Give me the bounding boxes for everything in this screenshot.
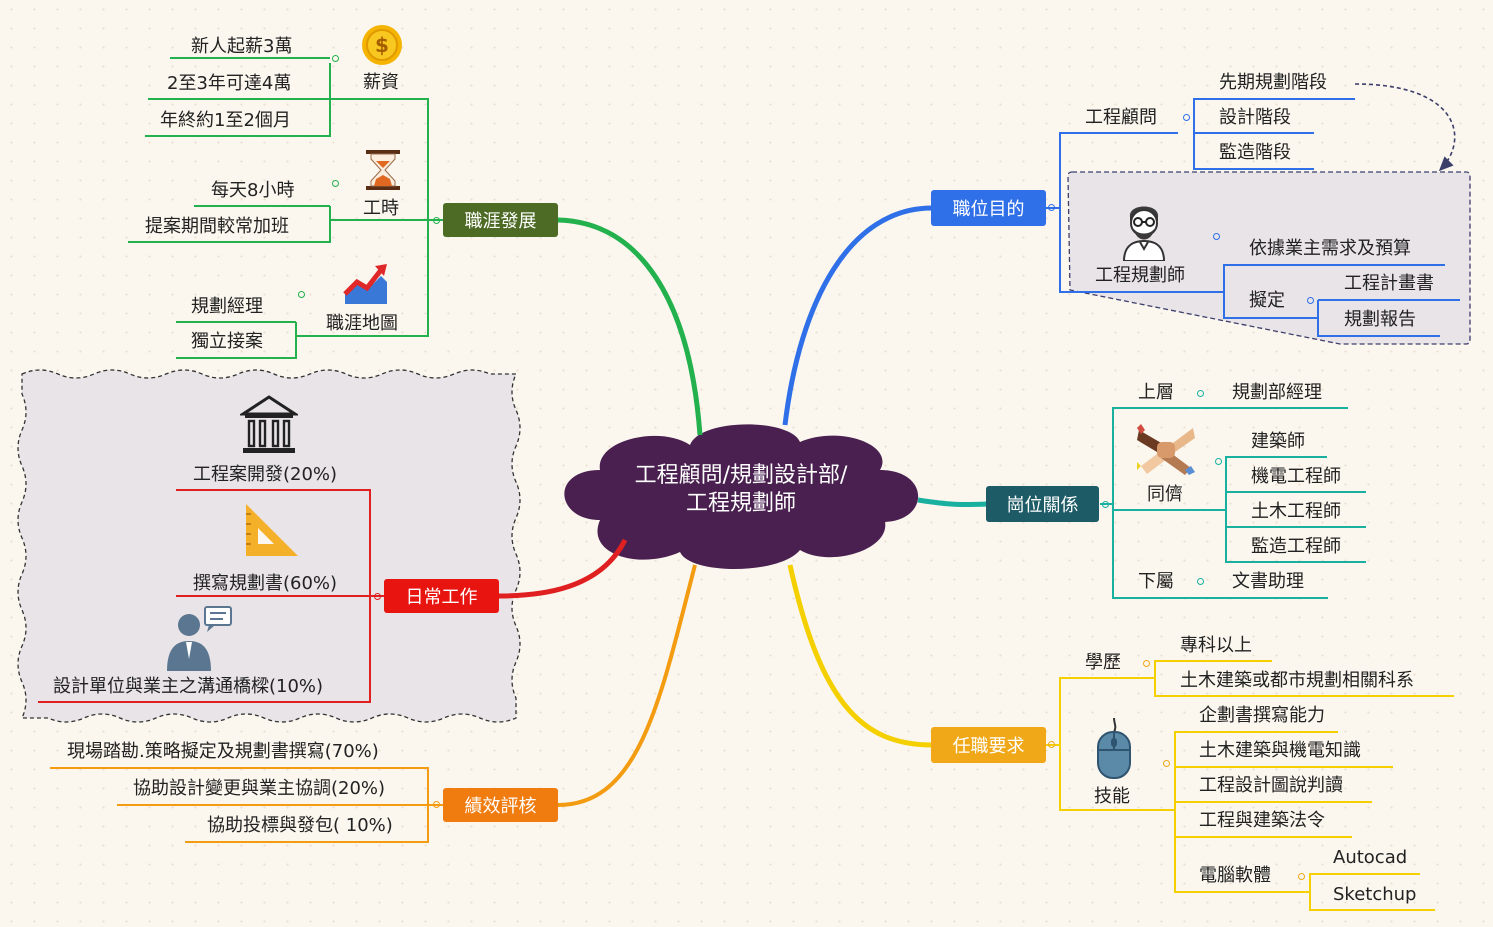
skill-item[interactable]: 企劃書撰寫能力 <box>1199 705 1325 726</box>
software-label[interactable]: 電腦軟體 <box>1199 865 1271 886</box>
req-lines <box>1046 660 1454 911</box>
career-path-label[interactable]: 職涯地圖 <box>326 313 398 334</box>
collapse-toggle[interactable] <box>1102 501 1109 508</box>
coin-icon: $ <box>361 24 403 66</box>
draft-item[interactable]: 規劃報告 <box>1344 309 1416 330</box>
education-label[interactable]: 學歷 <box>1085 652 1121 673</box>
hours-item[interactable]: 提案期間較常加班 <box>145 216 289 237</box>
topic-evaluation[interactable]: 績效評核 <box>443 788 558 822</box>
peer-item[interactable]: 土木工程師 <box>1251 501 1341 522</box>
peer-item[interactable]: 機電工程師 <box>1251 466 1341 487</box>
central-topic[interactable]: 工程顧問/規劃設計部/ 工程規劃師 <box>600 462 882 518</box>
topic-purpose[interactable]: 職位目的 <box>931 190 1046 226</box>
hours-label[interactable]: 工時 <box>363 198 399 219</box>
collapse-toggle[interactable] <box>298 291 305 298</box>
skill-item[interactable]: 土木建築與機電知識 <box>1199 740 1361 761</box>
purpose-lines <box>1046 98 1460 337</box>
growth-chart-icon <box>343 262 389 306</box>
eval-branch <box>557 564 697 807</box>
center-cloud <box>564 424 919 570</box>
bank-icon <box>237 394 301 456</box>
collapse-toggle[interactable] <box>374 593 381 600</box>
collapse-toggle[interactable] <box>1307 297 1314 304</box>
hours-item[interactable]: 每天8小時 <box>211 180 295 201</box>
hourglass-icon <box>364 149 402 191</box>
collapse-toggle[interactable] <box>433 217 440 224</box>
daily-item[interactable]: 工程案開發(20%) <box>193 464 338 485</box>
salary-label[interactable]: 薪資 <box>363 72 399 93</box>
collapse-toggle[interactable] <box>1163 760 1170 767</box>
collapse-toggle[interactable] <box>1183 114 1190 121</box>
evaluation-item[interactable]: 協助投標與發包( 10%) <box>207 815 393 836</box>
skill-item[interactable]: 工程設計圖說判讀 <box>1199 775 1343 796</box>
svg-text:$: $ <box>375 33 389 57</box>
collapse-toggle[interactable] <box>1215 458 1222 465</box>
collapse-toggle[interactable] <box>433 801 440 808</box>
central-topic-line2: 工程規劃師 <box>685 491 796 516</box>
salary-item[interactable]: 2至3年可達4萬 <box>167 73 292 94</box>
lower-label[interactable]: 下屬 <box>1138 571 1174 592</box>
daily-branch <box>497 538 628 599</box>
mouse-icon <box>1095 717 1133 780</box>
peer-item[interactable]: 監造工程師 <box>1251 536 1341 557</box>
collapse-toggle[interactable] <box>332 55 339 62</box>
career-path-item[interactable]: 規劃經理 <box>191 296 263 317</box>
peer-item[interactable]: 建築師 <box>1251 431 1305 452</box>
daily-item[interactable]: 設計單位與業主之溝通橋樑(10%) <box>53 676 324 697</box>
collapse-toggle[interactable] <box>1298 873 1305 880</box>
software-item[interactable]: Autocad <box>1333 847 1408 868</box>
skill-item[interactable]: 工程與建築法令 <box>1199 810 1325 831</box>
education-item[interactable]: 土木建築或都市規劃相關科系 <box>1180 670 1414 691</box>
evaluation-item[interactable]: 現場踏勘.策略擬定及規劃書撰寫(70%) <box>67 741 379 762</box>
topic-daily-work[interactable]: 日常工作 <box>384 579 499 613</box>
education-item[interactable]: 專科以上 <box>1180 635 1252 656</box>
salary-item[interactable]: 新人起薪3萬 <box>191 36 293 57</box>
collapse-toggle[interactable] <box>1048 741 1055 748</box>
collapse-toggle[interactable] <box>1197 578 1204 585</box>
person-icon <box>1120 199 1168 262</box>
hands-icon <box>1135 420 1197 476</box>
central-topic-line1: 工程顧問/規劃設計部/ <box>634 463 848 488</box>
topic-relation[interactable]: 崗位關係 <box>986 486 1099 522</box>
skill-label[interactable]: 技能 <box>1094 786 1130 807</box>
collapse-toggle[interactable] <box>1048 204 1055 211</box>
dependency-arrow <box>1354 83 1456 172</box>
consultant-item[interactable]: 監造階段 <box>1219 142 1291 163</box>
draft-item[interactable]: 工程計畫書 <box>1344 273 1434 294</box>
consultant-item[interactable]: 設計階段 <box>1219 107 1291 128</box>
presenter-icon <box>165 605 235 671</box>
topic-career[interactable]: 職涯發展 <box>443 203 558 237</box>
consultant-label[interactable]: 工程顧問 <box>1085 107 1157 128</box>
upper-label[interactable]: 上層 <box>1138 382 1174 403</box>
salary-item[interactable]: 年終約1至2個月 <box>160 110 291 131</box>
set-square-icon <box>242 500 302 560</box>
career-path-item[interactable]: 獨立接案 <box>191 331 263 352</box>
collapse-toggle[interactable] <box>332 180 339 187</box>
consultant-item[interactable]: 先期規劃階段 <box>1219 72 1327 93</box>
upper-value[interactable]: 規劃部經理 <box>1232 382 1322 403</box>
peer-label[interactable]: 同儕 <box>1147 484 1183 505</box>
evaluation-item[interactable]: 協助設計變更與業主協調(20%) <box>133 778 386 799</box>
collapse-toggle[interactable] <box>1143 660 1150 667</box>
req-branch <box>787 564 933 748</box>
purpose-branch <box>782 205 933 426</box>
topic-requirement[interactable]: 任職要求 <box>931 727 1046 763</box>
career-lines <box>128 57 443 359</box>
relation-branch <box>917 497 989 508</box>
career-branch <box>557 217 703 436</box>
draft-label[interactable]: 擬定 <box>1249 290 1285 311</box>
lower-value[interactable]: 文書助理 <box>1232 571 1304 592</box>
planner-label[interactable]: 工程規劃師 <box>1095 265 1185 286</box>
daily-item[interactable]: 撰寫規劃書(60%) <box>193 573 338 594</box>
planner-item[interactable]: 依據業主需求及預算 <box>1249 238 1411 259</box>
collapse-toggle[interactable] <box>1213 233 1220 240</box>
software-item[interactable]: Sketchup <box>1333 884 1417 905</box>
collapse-toggle[interactable] <box>1197 390 1204 397</box>
